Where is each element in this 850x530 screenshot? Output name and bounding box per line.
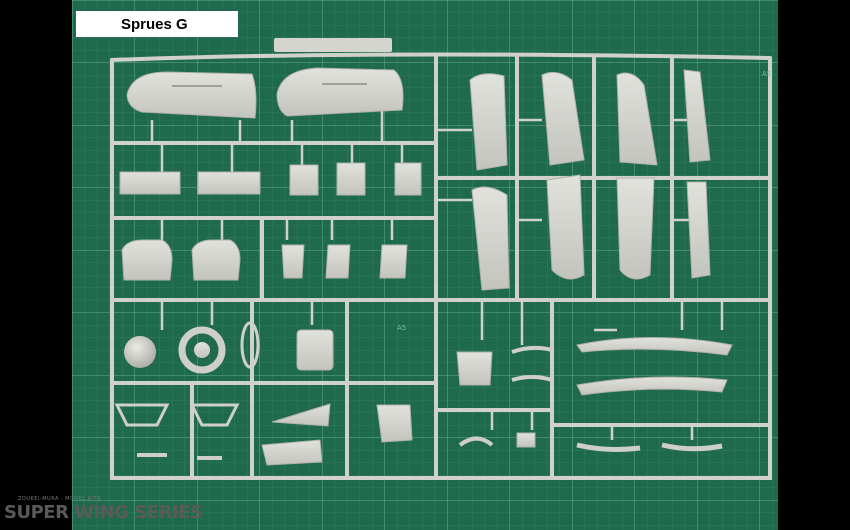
block-part [376, 404, 413, 443]
watermark-tagline: ZOUKEI-MURA · MODEL KITS [18, 496, 101, 502]
flap-part [541, 71, 585, 166]
flap-part [546, 174, 585, 280]
arch-part [458, 436, 494, 447]
small-part [289, 164, 319, 196]
small-part [336, 162, 366, 196]
small-part [516, 432, 536, 448]
triangle-part [261, 439, 323, 466]
fairing-part [576, 442, 641, 452]
strut-part [189, 403, 240, 427]
small-part [197, 171, 261, 195]
tab-part [683, 69, 711, 163]
long-strake [576, 376, 728, 396]
exhaust-part [456, 351, 493, 386]
tab-part [686, 181, 711, 279]
rudder-part [616, 177, 655, 280]
dome-part [124, 336, 156, 368]
brand-watermark: ZOUKEI-MURA · MODEL KITS SUPER WING SERI… [4, 496, 203, 528]
svg-text:A5: A5 [762, 70, 771, 78]
ring-part [240, 321, 260, 369]
small-part [394, 162, 422, 196]
sprue-label: Sprues G [76, 11, 238, 37]
sprue-photo: A5 A5 [72, 0, 778, 530]
sprue-label-text: Sprues G [121, 15, 188, 33]
watermark-title: SUPER WING SERIES [4, 502, 203, 523]
small-part [379, 244, 408, 279]
sprue-tab [274, 38, 392, 52]
small-part [281, 244, 305, 279]
long-strake [576, 337, 733, 356]
aileron-part [471, 186, 510, 291]
strut-part [114, 403, 170, 427]
sprue-frame [110, 52, 772, 480]
rudder-part [616, 72, 658, 166]
triangle-part [271, 403, 331, 427]
engine-ring [178, 326, 226, 374]
seat-part [121, 239, 173, 281]
aileron-part [469, 73, 508, 171]
fuselage-panel-left [126, 71, 257, 119]
fairing-part [661, 442, 723, 452]
small-part [325, 244, 351, 279]
cylinder-part [296, 329, 334, 371]
small-part [119, 171, 181, 195]
svg-text:A5: A5 [397, 324, 406, 332]
seat-part [191, 239, 241, 281]
fuselage-panel-right [276, 67, 404, 117]
